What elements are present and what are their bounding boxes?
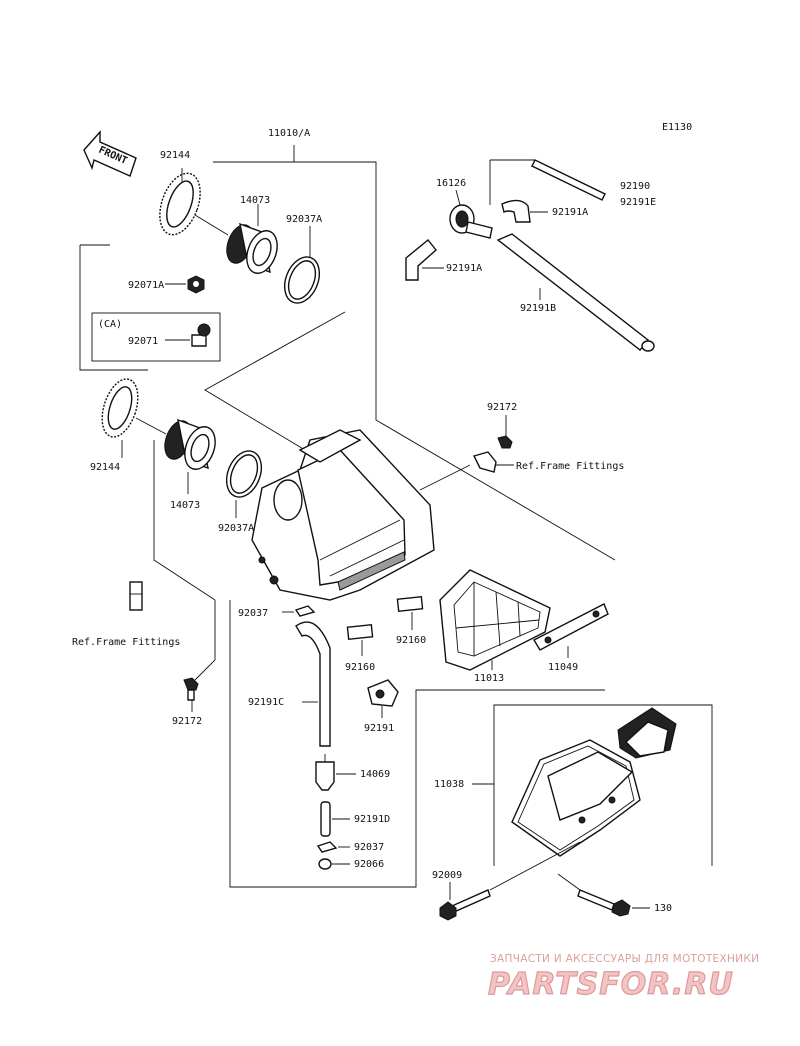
fitting-92071 — [191, 323, 211, 347]
hose-group-bracket — [229, 600, 605, 888]
strip-11049 — [533, 603, 609, 651]
label-92191D: 92191D — [354, 814, 390, 825]
block-ref-frame-left — [129, 581, 143, 611]
label-92037-bottom: 92037 — [354, 842, 384, 853]
label-92160-left: 92160 — [345, 662, 375, 673]
label-92009: 92009 — [432, 870, 462, 881]
label-92191: 92191 — [364, 723, 394, 734]
label-92191C: 92191C — [248, 697, 284, 708]
label-92191E: 92191E — [620, 197, 656, 208]
label-92037-top: 92037 — [238, 608, 268, 619]
clamp-ring-top — [283, 256, 321, 304]
cover-group-bracket — [493, 704, 713, 866]
intake-duct-mid — [164, 418, 216, 470]
hose-clamp-92037-bottom — [316, 841, 338, 853]
hose-92191C — [295, 621, 331, 747]
label-92144-mid: 92144 — [90, 462, 120, 473]
label-11038: 11038 — [434, 779, 464, 790]
label-92037A-top: 92037A — [286, 214, 322, 225]
label-92191A-2: 92191A — [446, 263, 482, 274]
intake-duct-top — [226, 222, 278, 274]
air-cleaner-cover-11038 — [511, 707, 677, 857]
label-130: 130 — [654, 903, 672, 914]
label-92191B: 92191B — [520, 303, 556, 314]
plug-92066 — [318, 858, 332, 870]
front-arrow-icon: FRONT — [83, 130, 137, 177]
label-11010A: 11010/A — [268, 128, 310, 139]
label-92037A-mid: 92037A — [218, 523, 254, 534]
label-16126: 16126 — [436, 178, 466, 189]
filter-element-11013 — [439, 569, 551, 671]
label-92190: 92190 — [620, 181, 650, 192]
ca-box-label: (CA) — [98, 319, 122, 330]
bolt-92009 — [439, 889, 491, 921]
label-14073-top: 14073 — [240, 195, 270, 206]
ca-box — [91, 312, 221, 362]
label-92071: 92071 — [128, 336, 158, 347]
label-ref-frame-left: Ref.Frame Fittings — [72, 637, 180, 648]
watermark-logo: PARTSFOR.RU — [488, 967, 734, 1002]
hose-92191B — [496, 233, 655, 352]
label-14069: 14069 — [360, 769, 390, 780]
label-11049: 11049 — [548, 662, 578, 673]
pad-92160-left — [346, 624, 374, 640]
watermark-tagline: ЗАПЧАСТИ И АКСЕССУАРЫ ДЛЯ МОТОТЕХНИКИ — [490, 953, 759, 965]
diagram-code: E1130 — [662, 122, 692, 133]
elbow-hose-92191A-top — [501, 199, 531, 223]
bolt-92172-top — [497, 435, 513, 449]
inline-filter-14069 — [315, 754, 335, 791]
clamp-ring-mid — [225, 450, 263, 498]
label-92066: 92066 — [354, 859, 384, 870]
label-ref-frame-top: Ref.Frame Fittings — [516, 461, 624, 472]
cap-92191 — [367, 679, 399, 707]
air-cleaner-housing — [251, 429, 435, 601]
label-92191A-1: 92191A — [552, 207, 588, 218]
label-92160-right: 92160 — [396, 635, 426, 646]
elbow-hose-92191A-left — [405, 239, 437, 281]
bracket-ref-frame-top — [472, 451, 497, 473]
spring-clamp-mid — [101, 378, 139, 438]
pad-92160-right — [396, 596, 424, 612]
label-11013: 11013 — [474, 673, 504, 684]
label-92071A: 92071A — [128, 280, 164, 291]
nut-92071A — [187, 275, 205, 294]
bolt-130 — [577, 889, 631, 917]
label-14073-mid: 14073 — [170, 500, 200, 511]
label-92172-top: 92172 — [487, 402, 517, 413]
hose-92191D — [320, 801, 331, 837]
hose-92190 — [489, 159, 606, 205]
valve-16126 — [449, 204, 493, 239]
assembly-bracket — [79, 145, 616, 601]
label-92144-top: 92144 — [160, 150, 190, 161]
label-92172-bottom: 92172 — [172, 716, 202, 727]
hose-clamp-92037-top — [294, 605, 316, 617]
bolt-92172-bottom — [183, 677, 199, 701]
spring-clamp-top — [159, 172, 201, 236]
